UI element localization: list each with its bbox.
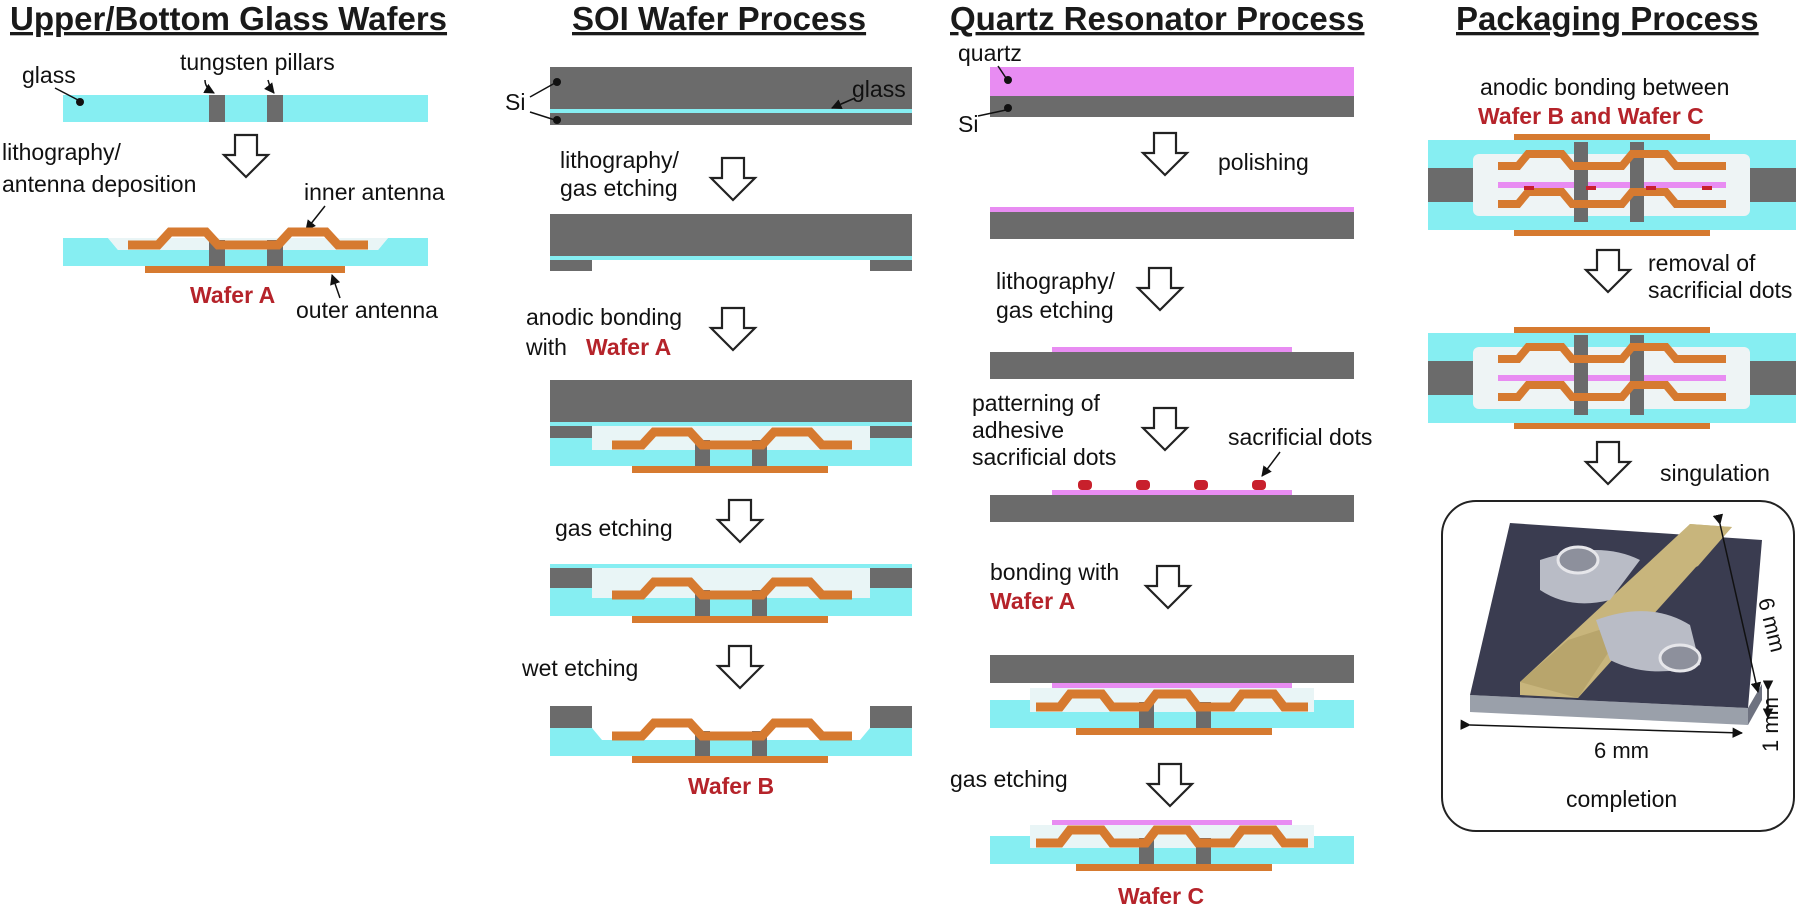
label-inner-antenna: inner antenna	[304, 179, 445, 205]
tungsten-pillar	[267, 95, 283, 122]
label-wafer-b-and-c: Wafer B and Wafer C	[1478, 103, 1704, 129]
label-anodic-between: anodic bonding between	[1480, 74, 1729, 100]
label-sacrificial-dots-step: sacrificial dots	[972, 444, 1116, 470]
dimension-thickness: 1 mm	[1758, 697, 1783, 752]
tungsten-pillar	[209, 95, 225, 122]
label-bonding-with: bonding with	[990, 559, 1119, 585]
label-removal-sacrificial: sacrificial dots	[1648, 277, 1792, 303]
column-title-quartz-resonator: Quartz Resonator Process	[950, 0, 1364, 37]
process-arrow	[709, 156, 757, 202]
label-completion: completion	[1566, 786, 1677, 812]
label-quartz-gas-etching-2: gas etching	[950, 766, 1068, 792]
column-title-soi-wafer: SOI Wafer Process	[572, 0, 866, 37]
label-sacrificial-dots: sacrificial dots	[1228, 424, 1372, 450]
soi-patterned	[550, 214, 912, 256]
label-lithography: lithography/	[2, 139, 122, 165]
label-glass: glass	[22, 62, 76, 88]
label-antenna-deposition: antenna deposition	[2, 171, 196, 197]
label-quartz: quartz	[958, 40, 1022, 66]
process-arrow	[1584, 440, 1632, 486]
label-si-quartz: Si	[958, 111, 978, 137]
sacrificial-dot	[1252, 480, 1266, 490]
wafer-a-glass	[63, 238, 428, 266]
soi-etched	[550, 564, 912, 568]
sacrificial-dot	[1136, 480, 1150, 490]
label-adhesive: adhesive	[972, 417, 1064, 443]
label-wafer-c: Wafer C	[1118, 883, 1204, 909]
label-soi-gas-etching: gas etching	[560, 175, 678, 201]
label-quartz-lithography: lithography/	[996, 268, 1116, 294]
label-with: with	[525, 334, 567, 360]
packaged-stack	[1428, 134, 1796, 236]
glass-column: glass tungsten pillars lithography/ ante…	[2, 49, 445, 323]
label-si: Si	[505, 89, 525, 115]
label-patterning-of: patterning of	[972, 390, 1100, 416]
wafer-b	[550, 706, 592, 728]
quartz-with-dots	[1052, 490, 1292, 495]
quartz-column: quartz Si polishing lithography/ gas etc…	[950, 40, 1372, 909]
process-arrow	[222, 133, 270, 179]
process-arrow	[1146, 762, 1194, 808]
column-title-packaging: Packaging Process	[1456, 0, 1759, 37]
label-outer-antenna: outer antenna	[296, 297, 438, 323]
quartz-patterned	[1052, 347, 1292, 352]
label-glass-soi: glass	[852, 76, 906, 102]
label-wet-etching: wet etching	[521, 655, 638, 681]
label-singulation: singulation	[1660, 460, 1770, 486]
soi-column: Si glass lithography/ gas etching anodic…	[505, 67, 912, 799]
label-tungsten-pillars: tungsten pillars	[180, 49, 335, 75]
sacrificial-dot	[1078, 480, 1092, 490]
process-arrow	[716, 644, 764, 690]
packaged-stack-released	[1428, 327, 1796, 429]
dimension-width: 6 mm	[1594, 738, 1649, 763]
label-wafer-a: Wafer A	[190, 282, 275, 308]
label-anodic-bonding: anodic bonding	[526, 304, 682, 330]
outer-antenna	[145, 266, 345, 273]
wafer-c	[1052, 820, 1292, 825]
process-arrow	[1141, 406, 1189, 452]
label-soi-lithography: lithography/	[560, 147, 680, 173]
process-arrow	[1141, 131, 1189, 177]
quartz-wafer	[990, 67, 1354, 96]
soi-bonded	[550, 380, 912, 422]
packaging-column: anodic bonding between Wafer B and Wafer…	[1428, 74, 1796, 832]
quartz-bonded	[990, 655, 1354, 683]
label-soi-gas-etching-2: gas etching	[555, 515, 673, 541]
label-wafer-a-quartz: Wafer A	[990, 588, 1075, 614]
label-polishing: polishing	[1218, 149, 1309, 175]
process-arrow	[1144, 564, 1192, 610]
quartz-polished	[990, 207, 1354, 212]
process-arrow	[1584, 248, 1632, 294]
glass-wafer	[63, 95, 428, 122]
label-wafer-a-ref: Wafer A	[586, 334, 671, 360]
process-arrow	[1136, 266, 1184, 312]
soi-wafer	[550, 67, 912, 109]
process-arrow	[716, 498, 764, 544]
process-arrow	[709, 306, 757, 352]
label-quartz-gas-etching: gas etching	[996, 297, 1114, 323]
label-wafer-b: Wafer B	[688, 773, 774, 799]
sacrificial-dot	[1194, 480, 1208, 490]
label-removal-of: removal of	[1648, 250, 1756, 276]
chip-render	[1470, 523, 1762, 725]
column-title-glass-wafers: Upper/Bottom Glass Wafers	[10, 0, 447, 37]
